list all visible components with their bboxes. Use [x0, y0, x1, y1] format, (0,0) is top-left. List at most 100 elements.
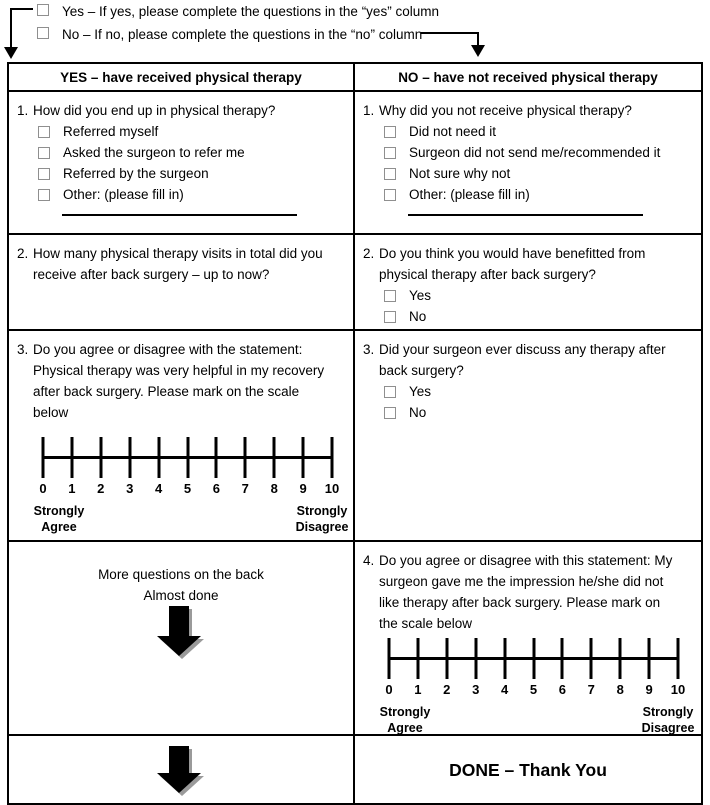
no-q1-fill-in-line[interactable] [408, 214, 643, 216]
scale-number: 8 [616, 682, 624, 697]
scale-number: 5 [529, 682, 538, 697]
question-number: 2. [363, 246, 375, 261]
no-q2-yes-checkbox[interactable] [384, 289, 396, 302]
no-q3-no-checkbox[interactable] [384, 406, 396, 419]
scale-tick [99, 437, 103, 478]
scale-tick [157, 437, 161, 478]
yes-column-header: YES – have received physical therapy [9, 64, 355, 92]
scale-tick [70, 437, 74, 478]
yes-q1-option-b-checkbox[interactable] [38, 146, 50, 159]
question-number: 4. [363, 553, 375, 568]
yes-elbow-vertical-line [10, 8, 12, 48]
question-number: 1. [363, 103, 375, 118]
no-q1-cell: 1. Why did you not receive physical ther… [355, 92, 701, 235]
no-q1-text: Why did you not receive physical therapy… [379, 103, 632, 118]
intro-yes-checkbox[interactable] [37, 4, 49, 16]
yes-q3-cell: 3. Do you agree or disagree with the sta… [9, 331, 355, 542]
question-number: 3. [17, 342, 29, 357]
scale-tick [445, 638, 449, 679]
scale-tick [214, 437, 218, 478]
no-q3-cell: 3. Did your surgeon ever discuss any the… [355, 331, 701, 542]
no-column-arrow-icon [471, 45, 485, 57]
yes-continue-arrow-cell [9, 736, 355, 804]
question-number: 2. [17, 246, 29, 261]
yes-q1-text: How did you end up in physical therapy? [33, 103, 276, 118]
scale-number: 2 [443, 682, 451, 697]
done-thank-you-text: DONE – Thank You [449, 759, 607, 780]
no-q2-no-checkbox[interactable] [384, 310, 396, 323]
big-down-arrow-icon [157, 746, 204, 796]
yes-q3-text: Do you agree or disagree with the statem… [33, 342, 325, 420]
no-elbow-vertical-line [477, 32, 479, 46]
scale-number: 0 [385, 682, 393, 697]
yes-more-questions-cell: More questions on the back Almost done [9, 542, 355, 736]
scale-number: 9 [645, 682, 653, 697]
intro-no-checkbox[interactable] [37, 27, 49, 39]
no-q1-option-d-checkbox[interactable] [384, 188, 396, 201]
option-label: No [409, 309, 427, 324]
intro-yes-label: Yes – If yes, please complete the questi… [62, 4, 439, 19]
scale-tick [676, 638, 680, 679]
scale-number: 6 [558, 682, 567, 697]
option-label: Other: (please fill in) [409, 187, 530, 202]
scale-number: 3 [126, 481, 134, 496]
scale-number: 8 [270, 481, 278, 496]
scale-tick [560, 638, 564, 679]
scale-number: 10 [670, 682, 686, 697]
no-q1-option-c-checkbox[interactable] [384, 167, 396, 180]
option-label: No [409, 405, 427, 420]
scale-tick [416, 638, 420, 679]
more-questions-line2: Almost done [143, 588, 219, 603]
question-number: 1. [17, 103, 29, 118]
option-label: Referred by the surgeon [63, 166, 209, 181]
option-label: Other: (please fill in) [63, 187, 184, 202]
scale-number: 7 [587, 682, 595, 697]
question-number: 3. [363, 342, 375, 357]
no-done-cell: DONE – Thank You [355, 736, 701, 804]
yes-q1-option-a-checkbox[interactable] [38, 125, 50, 138]
yes-column-arrow-icon [4, 47, 18, 59]
scale-tick [128, 437, 132, 478]
scale-tick [532, 638, 535, 679]
no-q2-cell: 2. Do you think you would have benefitte… [355, 235, 701, 331]
scale-tick [301, 437, 305, 478]
scale-tick [186, 437, 189, 478]
scale-tick [387, 638, 391, 679]
option-label: Surgeon did not send me/recommended it [409, 145, 661, 160]
no-q1-option-b-checkbox[interactable] [384, 146, 396, 159]
scale-number: 1 [414, 682, 422, 697]
scale-tick [589, 638, 593, 679]
yes-q2-cell: 2. How many physical therapy visits in t… [9, 235, 355, 331]
option-label: Referred myself [63, 124, 159, 139]
scale-tick [272, 437, 276, 478]
no-q4-text: Do you agree or disagree with this state… [379, 553, 673, 631]
no-q3-yes-checkbox[interactable] [384, 385, 396, 398]
scale-tick [618, 638, 622, 679]
scale-number: 6 [212, 481, 221, 496]
scale-number: 9 [299, 481, 307, 496]
scale-number: 10 [324, 481, 340, 496]
yes-q1-option-c-checkbox[interactable] [38, 167, 50, 180]
intro-no-label: No – If no, please complete the question… [62, 27, 423, 42]
no-q1-option-a-checkbox[interactable] [384, 125, 396, 138]
yes-q1-fill-in-line[interactable] [62, 214, 297, 216]
scale-number: 7 [241, 481, 249, 496]
scale-tick [243, 437, 247, 478]
scale-tick [41, 437, 45, 478]
no-q4-cell: 4. Do you agree or disagree with this st… [355, 542, 701, 736]
scale-tick [503, 638, 507, 679]
option-label: Did not need it [409, 124, 497, 139]
no-elbow-horizontal-line [421, 32, 479, 34]
more-questions-line1: More questions on the back [98, 567, 264, 582]
scale-tick [474, 638, 478, 679]
scale-tick [647, 638, 651, 679]
yes-elbow-horizontal-line [10, 8, 33, 10]
yes-q1-option-d-checkbox[interactable] [38, 188, 50, 201]
